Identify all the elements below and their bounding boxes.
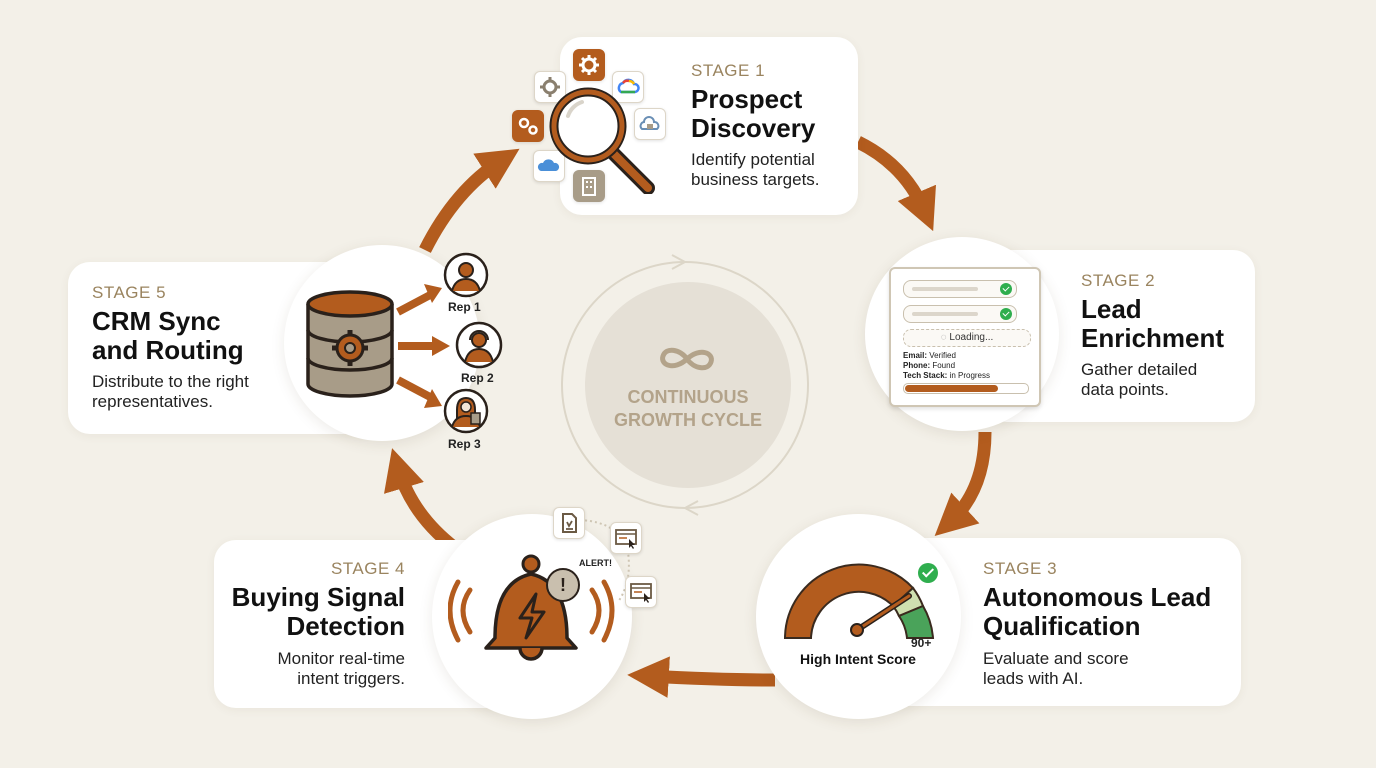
browser-click-tile-icon [610,522,642,554]
rep-2-avatar-icon [455,321,503,369]
stage3-label: STAGE 3 [983,559,1058,578]
center-disc [585,282,791,488]
stage5-title-line2: and Routing [92,335,244,365]
gears-tile-icon [512,110,544,142]
arrow-stage2-to-stage3 [934,431,992,537]
stage2-title-line1: Lead [1081,294,1142,324]
routing-arrows [396,284,450,408]
stage4-desc-line2: intent triggers. [297,669,405,688]
stage5-title-line1: CRM Sync [92,306,221,336]
stage4-title-line2: Detection [286,611,405,641]
gauge-icon [783,563,935,639]
stage3-desc-line2: leads with AI. [983,669,1084,688]
arrow-stage4-to-stage5 [384,448,459,554]
form-progress-bar [903,383,1029,394]
stage2-desc-line2: data points. [1081,380,1169,399]
gauge-value: 90+ [911,636,932,650]
magnifier-icon [549,87,655,194]
cloud-tile-icon [533,150,565,182]
check-icon [1000,283,1012,295]
stage3-title-line2: Qualification [983,611,1141,641]
browser-click-tile-icon-2 [625,576,657,608]
stage2-title-line2: Enrichment [1081,323,1225,353]
form-loading-field: ◌ Loading... [903,329,1031,347]
gear-gray-tile-icon [534,71,566,103]
gear-tile-icon [573,49,605,81]
building-tile-icon [573,170,605,202]
form-row-tech: Tech Stack: in Progress [903,371,991,380]
form-progress-fill [905,385,998,392]
stage1-title-line1: Prospect [691,84,803,114]
rep-1-avatar-icon [443,252,489,298]
stage3-desc-line1: Evaluate and score [983,649,1129,668]
warning-badge-icon: ! [546,568,580,602]
stage4-desc-line1: Monitor real-time [277,649,405,668]
stage2-desc-line1: Gather detailed [1081,360,1198,379]
center-cycle-ring [561,261,809,509]
stage4-title-line1: Buying Signal [231,582,405,612]
form-row-email: Email: Verified [903,351,956,360]
infinity-icon [660,347,714,371]
alert-text: ALERT! [579,558,612,568]
gauge-check-icon [918,563,938,583]
rep-3-avatar-icon [443,388,489,434]
form-icon: ◌ Loading... Email: Verified Phone: Foun… [889,267,1041,407]
check-icon [1000,308,1012,320]
arrow-stage3-to-stage4 [627,656,776,698]
form-row-phone: Phone: Found [903,361,956,370]
rep-2-label: Rep 2 [461,371,494,385]
stage5-desc-line1: Distribute to the right [92,372,249,391]
form-loading-text: Loading... [949,332,994,343]
stage1-title-line2: Discovery [691,113,816,143]
document-tile-icon [553,507,585,539]
stage5-label: STAGE 5 [92,283,167,302]
rep-3-label: Rep 3 [448,437,481,451]
loading-spinner-icon: ◌ [940,332,950,343]
gauge-caption: High Intent Score [800,651,916,667]
stage2-label: STAGE 2 [1081,271,1156,290]
form-field-1 [903,280,1017,298]
center-line1: CONTINUOUS [627,387,749,407]
rep-1-label: Rep 1 [448,300,481,314]
form-field-2 [903,305,1017,323]
stage1-label: STAGE 1 [691,61,766,80]
database-icon [306,290,394,398]
stage1-desc-line1: Identify potential [691,150,815,169]
stage4-label: STAGE 4 [330,559,405,578]
cloud-color-tile-icon [612,71,644,103]
stage1-desc-line2: business targets. [691,170,820,189]
cloud-building-tile-icon [634,108,666,140]
center-line2: GROWTH CYCLE [614,410,762,430]
stage3-title-line1: Autonomous Lead [983,582,1212,612]
stage5-desc-line2: representatives. [92,392,213,411]
arrow-stage5-to-stage1 [419,148,520,253]
arrow-stage1-to-stage2 [855,136,936,232]
